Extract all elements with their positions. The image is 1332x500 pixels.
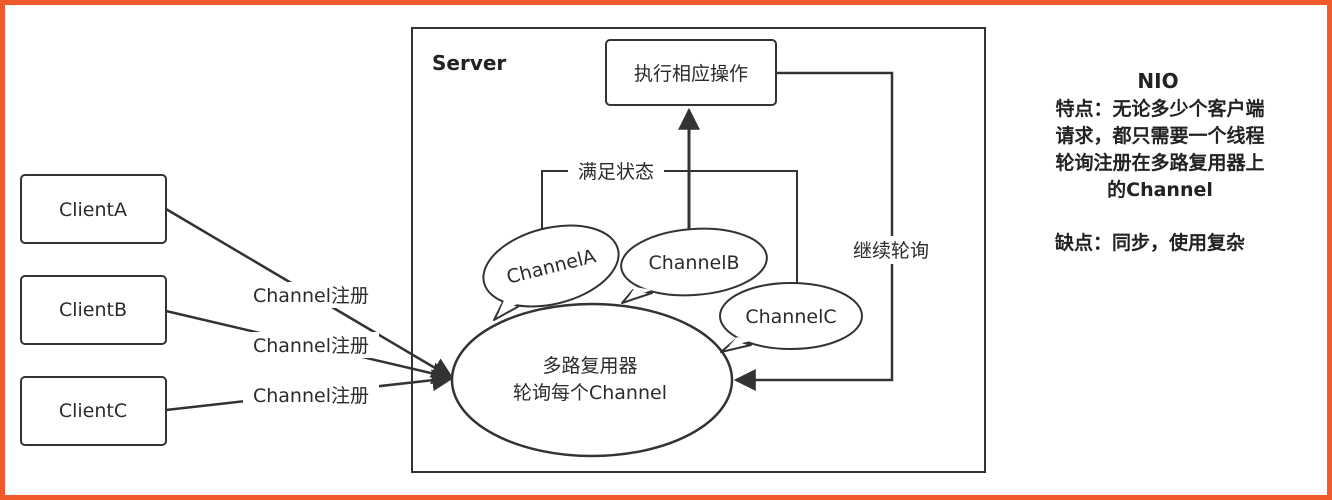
client-b-box bbox=[20, 275, 167, 345]
multiplexer-line-2: 轮询每个Channel bbox=[513, 382, 667, 404]
notes-feature-line-1: 特点：无论多少个客户端 bbox=[1055, 97, 1264, 120]
server-title: Server bbox=[432, 51, 506, 75]
channel-a-bubble: ChannelA bbox=[482, 224, 620, 321]
action-box-label: 执行相应操作 bbox=[634, 63, 748, 85]
notes-feature-line-3: 轮询注册在多路复用器上 bbox=[1055, 151, 1264, 174]
edge-label-register-c: Channel注册 bbox=[253, 385, 369, 407]
edge-label-register-a: Channel注册 bbox=[253, 285, 369, 307]
client-c-label: ClientC bbox=[59, 400, 127, 422]
edge-label-satisfy-state: 满足状态 bbox=[578, 161, 654, 183]
client-c-box bbox=[20, 376, 167, 446]
nio-diagram: Server ClientA ClientB ClientC Channel注册… bbox=[20, 27, 1265, 473]
channel-c-label: ChannelC bbox=[745, 306, 836, 328]
notes-drawback: 缺点：同步，使用复杂 bbox=[1055, 231, 1245, 254]
server-container bbox=[411, 27, 986, 473]
edge-satisfy-state bbox=[541, 170, 798, 287]
channel-c-bubble: ChannelC bbox=[719, 282, 863, 353]
client-b-label: ClientB bbox=[59, 299, 127, 321]
notes-feature-line-2: 请求，都只需要一个线程 bbox=[1055, 124, 1264, 147]
channel-b-label: ChannelB bbox=[648, 252, 739, 274]
action-box bbox=[605, 39, 777, 106]
notes-title: NIO bbox=[1137, 69, 1178, 93]
notes-feature-line-4: 的Channel bbox=[1107, 178, 1213, 201]
channel-b-bubble: ChannelB bbox=[620, 227, 768, 304]
edge-label-continue-poll: 继续轮询 bbox=[853, 240, 929, 262]
multiplexer-node bbox=[450, 302, 734, 458]
edge-label-register-b: Channel注册 bbox=[253, 335, 369, 357]
client-a-label: ClientA bbox=[59, 199, 127, 221]
multiplexer-line-1: 多路复用器 bbox=[542, 355, 637, 377]
edge-continue-poll bbox=[733, 71, 894, 391]
